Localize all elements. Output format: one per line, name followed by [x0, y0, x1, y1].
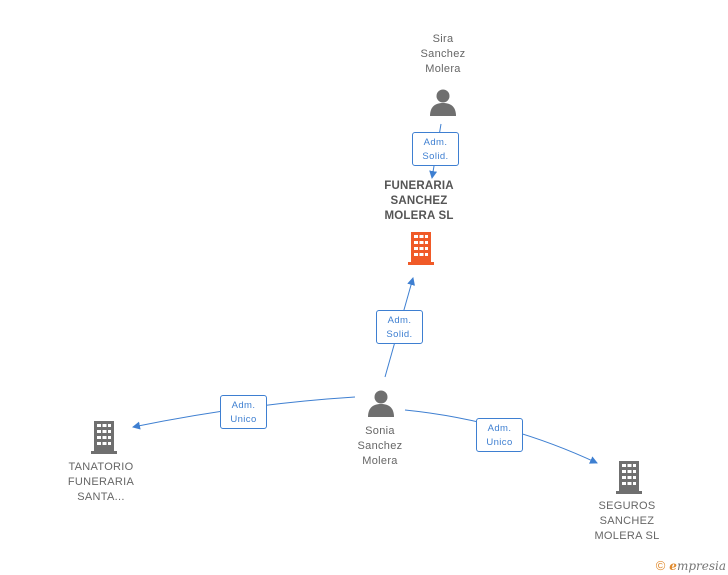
node-label-funeraria: FUNERARIA SANCHEZ MOLERA SL	[369, 179, 469, 224]
name-line: MOLERA SL	[384, 210, 454, 222]
name-line: TANATORIO	[68, 461, 134, 473]
badge-line: Adm.	[231, 400, 256, 411]
badge-line: Solid.	[386, 329, 413, 340]
brand-initial: e	[669, 558, 677, 573]
name-line: FUNERARIA	[67, 476, 135, 488]
footer-brand: © empresia	[656, 558, 726, 573]
name-line: Sanchez	[420, 48, 466, 60]
name-line: SANTA...	[77, 491, 125, 503]
brand-logo: empresia	[669, 559, 726, 573]
edge-badge-sonia-seguros[interactable]: Adm. Unico	[476, 418, 523, 452]
badge-line: Adm.	[387, 315, 412, 326]
name-line: Sira	[432, 33, 454, 45]
badge-line: Unico	[486, 437, 513, 448]
edge-badge-sira-funeraria[interactable]: Adm. Solid.	[412, 132, 459, 166]
badge-line: Adm.	[423, 137, 448, 148]
name-line: Molera	[362, 455, 398, 467]
building-icon-main[interactable]	[405, 231, 437, 265]
brand-rest: mpresia	[676, 558, 726, 573]
person-icon[interactable]	[366, 388, 396, 418]
badge-line: Adm.	[487, 423, 512, 434]
building-icon[interactable]	[88, 420, 120, 454]
badge-line: Unico	[230, 414, 257, 425]
name-line: Sonia	[365, 425, 395, 437]
name-line: Sanchez	[357, 440, 403, 452]
name-line: SANCHEZ	[599, 515, 655, 527]
node-label-tanatorio: TANATORIO FUNERARIA SANTA...	[55, 460, 147, 505]
person-icon[interactable]	[428, 87, 458, 117]
node-label-sira: Sira Sanchez Molera	[403, 32, 483, 77]
edge-badge-sonia-tanatorio[interactable]: Adm. Unico	[220, 395, 267, 429]
name-line: Molera	[425, 63, 461, 75]
copyright-icon: ©	[655, 558, 666, 573]
badge-line: Solid.	[422, 151, 449, 162]
node-label-sonia: Sonia Sanchez Molera	[340, 424, 420, 469]
name-line: SEGUROS	[598, 500, 656, 512]
name-line: MOLERA SL	[594, 530, 660, 542]
node-label-seguros: SEGUROS SANCHEZ MOLERA SL	[582, 499, 672, 544]
name-line: SANCHEZ	[390, 195, 448, 207]
edge-badge-sonia-funeraria[interactable]: Adm. Solid.	[376, 310, 423, 344]
building-icon[interactable]	[613, 460, 645, 494]
name-line: FUNERARIA	[384, 180, 454, 192]
